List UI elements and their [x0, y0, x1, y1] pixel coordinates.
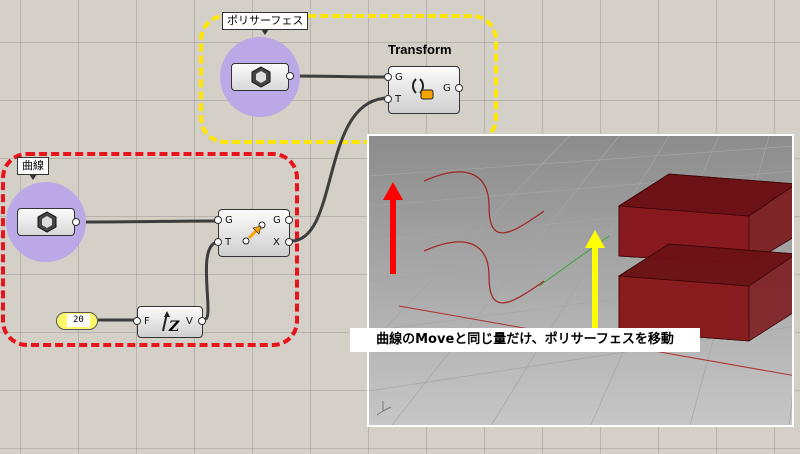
polysurface-param-label: ポリサーフェス: [222, 12, 309, 35]
brep-hex-icon: [251, 66, 271, 88]
transform-port-in-g[interactable]: [384, 73, 392, 81]
arrow-red-icon: [383, 182, 403, 274]
number-slider[interactable]: 20: [56, 312, 98, 330]
transform-input-g[interactable]: G: [395, 72, 403, 83]
move-icon: [242, 221, 266, 245]
curve-moved: [423, 241, 545, 304]
curve-group[interactable]: [1, 152, 299, 347]
transform-output-g[interactable]: G: [443, 83, 451, 94]
box-lower: [617, 243, 792, 342]
polysurface-group[interactable]: [199, 14, 498, 144]
move-input-g[interactable]: G: [225, 215, 233, 226]
move-port-in-t[interactable]: [214, 238, 222, 246]
slider-value: 20: [67, 314, 90, 327]
move-port-in-g[interactable]: [214, 216, 222, 224]
move-output-x[interactable]: X: [273, 237, 280, 248]
move-port-out-g[interactable]: [285, 216, 293, 224]
unit-z-input-f[interactable]: F: [144, 316, 150, 327]
move-port-out-x[interactable]: [285, 238, 293, 246]
rhino-viewport[interactable]: [367, 134, 794, 427]
curve-hex-icon: [37, 211, 57, 233]
viewport-scene: [369, 136, 792, 425]
curve-output-port[interactable]: [72, 218, 80, 226]
polysurface-output-port[interactable]: [286, 72, 294, 80]
move-output-g[interactable]: G: [273, 215, 281, 226]
unit-z-port-in-f[interactable]: [133, 317, 141, 325]
unit-z-component[interactable]: F V Z: [137, 306, 203, 338]
svg-text:Z: Z: [168, 319, 180, 335]
curve-param[interactable]: [17, 208, 75, 236]
curve-original: [423, 171, 545, 234]
unit-z-output-v[interactable]: V: [186, 316, 193, 327]
arrow-yellow-icon: [585, 230, 605, 332]
unit-z-port-out-v[interactable]: [198, 317, 206, 325]
transform-port-in-t[interactable]: [384, 95, 392, 103]
move-component[interactable]: G T G X: [218, 209, 290, 257]
polysurface-param[interactable]: [231, 63, 289, 91]
transform-title: Transform: [388, 42, 452, 57]
transform-icon: [412, 78, 434, 100]
move-input-t[interactable]: T: [225, 237, 232, 248]
unit-z-icon: Z: [162, 311, 180, 335]
viewport-caption: 曲線のMoveと同じ量だけ、ポリサーフェスを移動: [350, 328, 700, 352]
curve-param-label: 曲線: [17, 157, 49, 180]
world-axes-icon: [376, 401, 392, 416]
transform-input-t[interactable]: T: [395, 94, 402, 105]
transform-port-out-g[interactable]: [455, 84, 463, 92]
transform-component[interactable]: G T G: [388, 66, 460, 114]
